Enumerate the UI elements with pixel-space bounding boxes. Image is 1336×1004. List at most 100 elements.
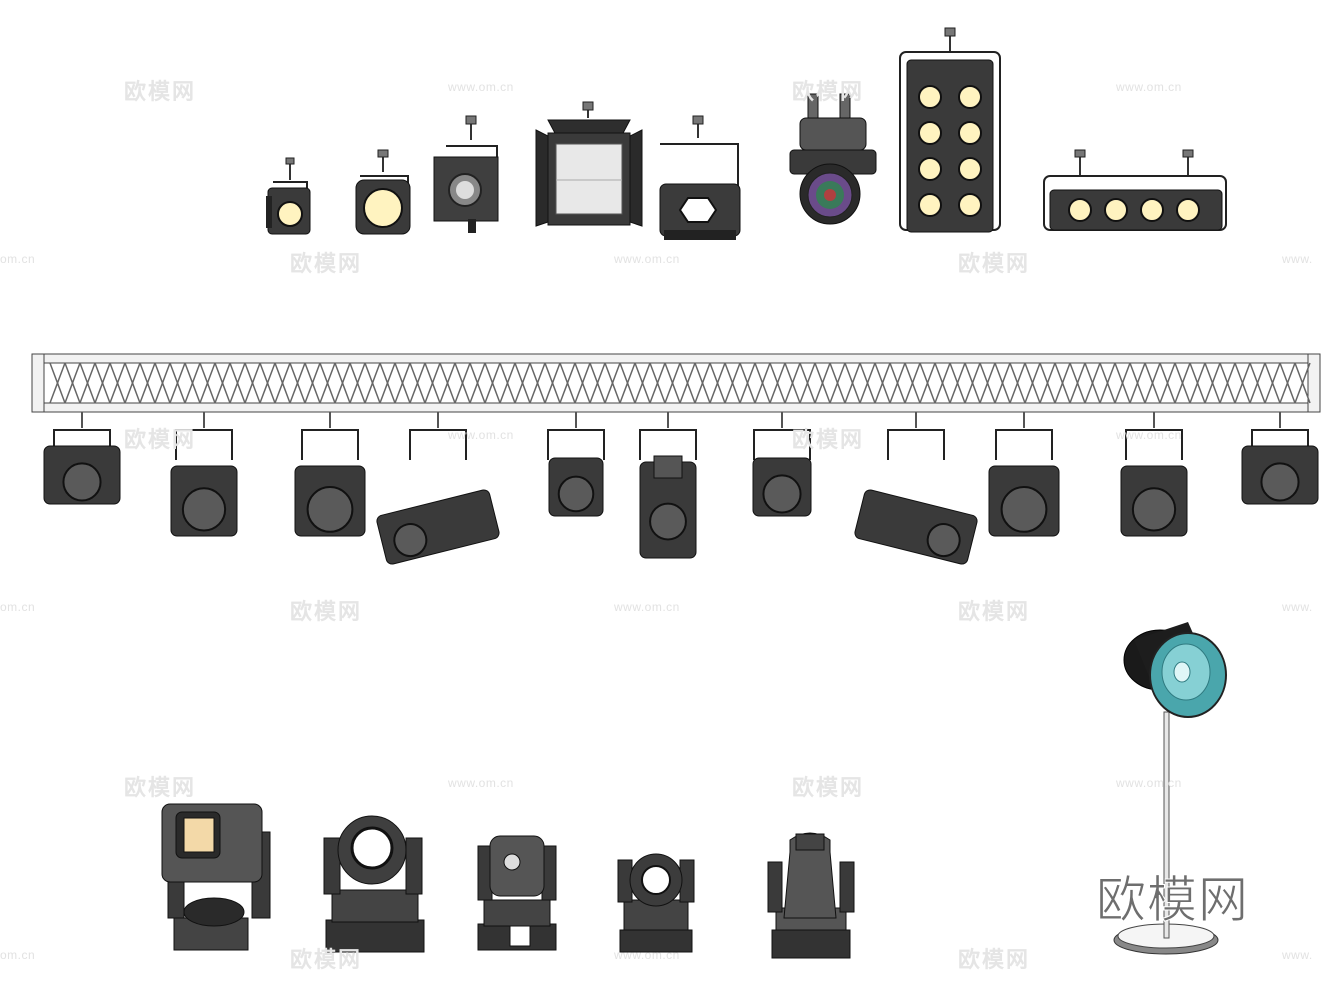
hanging-profile-light xyxy=(1241,412,1319,505)
truss-strut xyxy=(724,362,741,404)
watermark-brand: 欧模网 xyxy=(792,428,865,453)
fixture-body xyxy=(1120,465,1188,537)
truss-strut xyxy=(79,362,96,404)
lens-icon xyxy=(393,523,428,558)
truss-strut xyxy=(739,362,756,404)
watermark-brand: 欧模网 xyxy=(124,80,197,105)
yoke xyxy=(995,429,1053,460)
truss-strut xyxy=(679,362,696,404)
fixture-top-cap xyxy=(653,455,683,479)
watermark-brand: 欧模网 xyxy=(958,948,1031,973)
truss-strut xyxy=(64,362,81,404)
truss-strut xyxy=(334,362,351,404)
yoke xyxy=(409,429,467,460)
watermark-url: www.om.cn xyxy=(448,776,514,790)
truss-strut xyxy=(214,362,231,404)
truss-strut xyxy=(949,362,966,404)
truss-strut xyxy=(1009,362,1026,404)
truss-strut xyxy=(889,362,906,404)
watermark-brand: 欧模网 xyxy=(958,600,1031,625)
truss-strut xyxy=(1279,362,1296,404)
truss-strut xyxy=(919,362,936,404)
hanging-profile-light xyxy=(639,412,697,559)
moving-head-profile xyxy=(767,832,855,959)
truss-strut xyxy=(559,362,576,404)
watermark-brand: 欧模网 xyxy=(124,428,197,453)
truss-strut xyxy=(229,362,246,404)
yoke xyxy=(53,429,111,460)
truss-strut xyxy=(814,362,831,404)
truss-strut xyxy=(574,362,591,404)
hanging-profile-light xyxy=(988,412,1060,537)
yoke xyxy=(1125,429,1183,460)
truss-strut xyxy=(124,362,141,404)
truss-strut xyxy=(304,362,321,404)
truss-strut xyxy=(424,362,441,404)
truss-strut xyxy=(1129,362,1146,404)
truss-strut xyxy=(634,362,651,404)
truss-strut xyxy=(1189,362,1206,404)
fixture-body xyxy=(43,445,121,505)
truss-beam xyxy=(31,353,1321,413)
truss-strut xyxy=(469,362,486,404)
truss-strut xyxy=(799,362,816,404)
fresnel-warm-light xyxy=(355,149,411,235)
truss-strut xyxy=(859,362,876,404)
truss-strut xyxy=(364,362,381,404)
fixture-body xyxy=(854,489,978,565)
watermark-url-partial: www. xyxy=(1282,600,1313,614)
soft-panel-light xyxy=(535,101,643,227)
truss-strut xyxy=(274,362,291,404)
truss-strut xyxy=(139,362,156,404)
fixture-housing xyxy=(854,489,978,565)
watermark-brand: 欧模网 xyxy=(958,252,1031,277)
truss-strut xyxy=(49,362,66,404)
truss-strut xyxy=(604,362,621,404)
truss-strut xyxy=(169,362,186,404)
truss-strut xyxy=(994,362,1011,404)
watermark-url-partial: www. xyxy=(1282,252,1313,266)
hanging-profile-light xyxy=(294,412,366,537)
truss-strut xyxy=(1249,362,1266,404)
moving-head-wash xyxy=(161,803,271,951)
truss-strut xyxy=(1144,362,1161,404)
truss-strut xyxy=(484,362,501,404)
yoke xyxy=(753,429,811,460)
truss-strut xyxy=(934,362,951,404)
hex-profile-light xyxy=(659,115,741,240)
truss-strut xyxy=(709,362,726,404)
truss-strut xyxy=(589,362,606,404)
yoke xyxy=(175,429,233,460)
watermark-brand: 欧模网 xyxy=(290,252,363,277)
truss-strut xyxy=(1024,362,1041,404)
fixture-body xyxy=(170,465,238,537)
truss-strut xyxy=(514,362,531,404)
moving-head-beam xyxy=(323,815,425,953)
brand-logo: 欧模网 xyxy=(1096,871,1249,930)
yoke xyxy=(301,429,359,460)
fixture-body xyxy=(294,465,366,537)
truss-strut xyxy=(1264,362,1281,404)
truss-strut xyxy=(349,362,366,404)
truss-strut xyxy=(1114,362,1131,404)
truss-strut xyxy=(289,362,306,404)
yoke xyxy=(1251,429,1309,460)
hanging-profile-light xyxy=(752,412,812,517)
lens-icon xyxy=(1131,487,1177,532)
yoke xyxy=(639,429,697,460)
lens-icon xyxy=(181,487,227,532)
watermark-url: www.om.cn xyxy=(448,428,514,442)
lens-icon xyxy=(62,462,102,502)
truss-strut xyxy=(439,362,456,404)
watermark-url: www.om.cn xyxy=(1116,428,1182,442)
truss-strut xyxy=(1159,362,1176,404)
lens-icon xyxy=(649,502,687,541)
truss-strut xyxy=(754,362,771,404)
truss-strut xyxy=(319,362,336,404)
truss-strut xyxy=(1294,362,1311,404)
watermark-url: www.om.cn xyxy=(448,80,514,94)
lens-icon xyxy=(306,486,354,533)
truss-strut xyxy=(874,362,891,404)
truss-strut xyxy=(769,362,786,404)
truss-strut xyxy=(649,362,666,404)
